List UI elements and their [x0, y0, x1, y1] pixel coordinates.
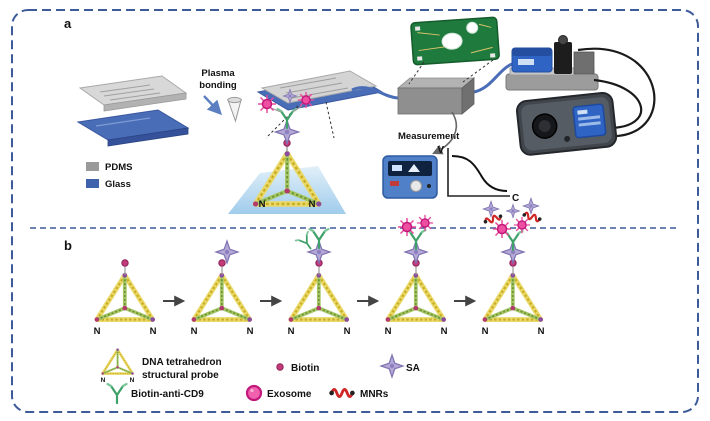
assembly-step-3: N N: [288, 227, 351, 337]
legend-probe: N N DNA tetrahedron structural probe: [100, 347, 222, 384]
capture-complex-a: [257, 89, 315, 152]
legend-probe-label-line2: structural probe: [142, 370, 219, 381]
syringe-pump: [505, 35, 599, 91]
legend-tetra-n-left: N: [101, 377, 106, 384]
step5-n-left: N: [482, 326, 489, 337]
legend-mnrs: MNRs: [327, 387, 389, 400]
assembly-step-2: N N: [191, 240, 254, 337]
legend-anti-cd9: Biotin-anti-CD9: [106, 382, 204, 405]
panel-b: b N N N N N N: [64, 197, 545, 405]
wire-1: [593, 78, 643, 130]
pcb-board: [410, 16, 500, 66]
step1-n-right: N: [150, 326, 157, 337]
step1-n-left: N: [94, 326, 101, 337]
graph-x-label: C: [512, 193, 519, 204]
plasma-bonding-label-line1: Plasma: [201, 68, 235, 79]
tetra-a-n-left: N: [259, 199, 266, 210]
legend-tetra-n-right: N: [130, 377, 135, 384]
materials-legend: PDMS Glass: [86, 162, 132, 190]
legend-probe-label-line1: DNA tetrahedron: [142, 357, 222, 368]
legend-exosome: Exosome: [245, 384, 312, 402]
handheld-reader: [515, 91, 618, 156]
step3-n-right: N: [344, 326, 351, 337]
legend-exosome-label: Exosome: [267, 389, 312, 400]
legend-mnrs-label: MNRs: [360, 389, 389, 400]
legend-biotin-label: Biotin: [291, 363, 319, 374]
legend-sa-label: SA: [406, 363, 420, 374]
step2-n-left: N: [191, 326, 198, 337]
glass-slab: [76, 109, 190, 147]
response-graph: V C: [437, 145, 519, 204]
step2-n-right: N: [247, 326, 254, 337]
panel-a-label: a: [64, 16, 72, 31]
sample-tube-icon: [227, 96, 242, 123]
chip-zoom-lines: [265, 101, 335, 139]
plasma-bonding-label-line2: bonding: [199, 80, 237, 91]
assembly-step-4: N N: [385, 214, 448, 337]
legend-anti-cd9-label: Biotin-anti-CD9: [131, 389, 204, 400]
tubing-left: [351, 86, 399, 100]
step4-n-right: N: [441, 326, 448, 337]
wire-2: [577, 47, 656, 138]
exosome-icon: [245, 384, 263, 402]
graph-y-label: V: [437, 145, 444, 156]
panel-a: a Plasma bonding: [64, 16, 656, 214]
assembly-step-1: N N: [94, 259, 157, 337]
assembly-step-5: N N: [482, 197, 545, 337]
step5-n-right: N: [538, 326, 545, 337]
tetra-a-n-right: N: [309, 199, 316, 210]
pcb-zoom-lines: [408, 59, 494, 85]
plasma-bonding-arrow: [203, 95, 222, 116]
glass-label: Glass: [105, 179, 131, 190]
tubing-right: [473, 62, 513, 94]
multimeter: [382, 155, 438, 199]
panel-b-label: b: [64, 238, 72, 253]
measurement-label: Measurement: [398, 131, 460, 142]
pdms-swatch: [86, 162, 99, 171]
biotin-icon: [276, 363, 284, 371]
step3-n-left: N: [288, 326, 295, 337]
legend-sa: SA: [380, 354, 420, 378]
legend-biotin: Biotin: [276, 363, 319, 374]
step4-n-left: N: [385, 326, 392, 337]
pdms-slab: [78, 75, 188, 112]
pdms-label: PDMS: [105, 162, 132, 173]
measurement-arrow: [432, 111, 458, 155]
glass-swatch: [86, 179, 99, 188]
graph-curve: [451, 155, 508, 192]
interface-box: [396, 77, 476, 115]
